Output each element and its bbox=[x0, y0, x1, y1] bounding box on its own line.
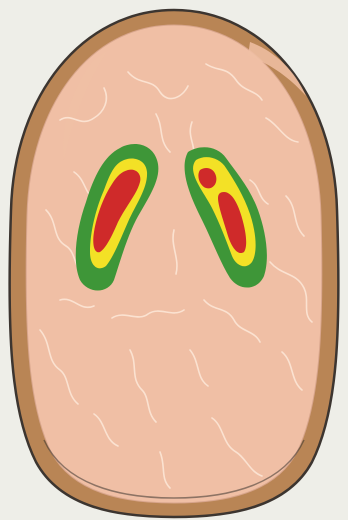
brain-section-icon bbox=[26, 25, 322, 503]
